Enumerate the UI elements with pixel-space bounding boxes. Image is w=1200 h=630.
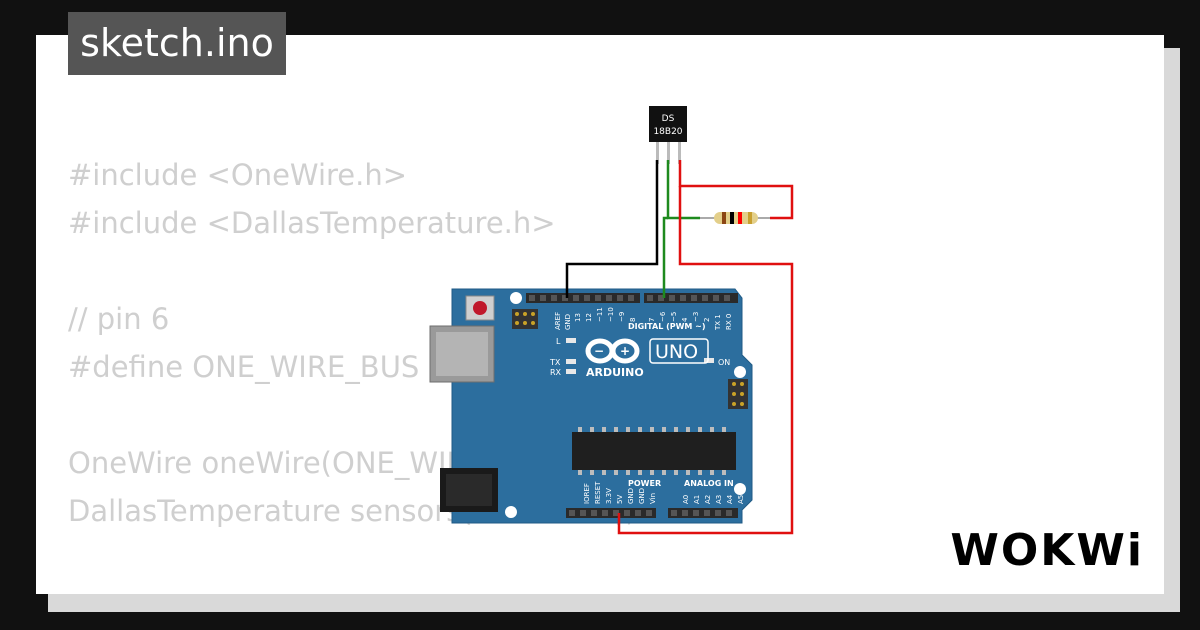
header-digital-left [526, 293, 640, 303]
pin-label: ~11 [596, 307, 604, 322]
code-line: // pin 6 [68, 302, 170, 336]
wire-data[interactable] [662, 160, 700, 298]
pin-label: TX 1 [714, 314, 722, 331]
pin-label: AREF [554, 312, 562, 330]
pin-label: RX 0 [725, 314, 733, 330]
mount-hole [734, 366, 746, 378]
pin-label: 4 [681, 317, 689, 322]
sensor-label-2: 18B20 [653, 127, 682, 137]
pin-label: A1 [693, 495, 701, 504]
file-tab[interactable]: sketch.ino [68, 12, 286, 75]
analog-label: ANALOG IN [684, 479, 734, 488]
pin-label: A5 [737, 495, 745, 504]
digital-label: DIGITAL (PWM ~) [628, 322, 706, 331]
code-line: #include <DallasTemperature.h> [68, 206, 556, 240]
pin-label: GND [638, 488, 646, 504]
pin-label: ~6 [659, 311, 667, 322]
pin-label: Vin [649, 493, 657, 504]
sensor-label-1: DS [662, 114, 675, 124]
pin-label: ~10 [607, 307, 615, 322]
pin-label: ~3 [692, 312, 700, 322]
wire-gnd[interactable] [565, 160, 659, 298]
mount-hole [734, 483, 746, 495]
pin-label: RESET [594, 481, 602, 504]
arduino-logo-text: ARDUINO [586, 366, 644, 379]
header-power [566, 508, 656, 518]
uno-badge [649, 338, 709, 364]
ds18b20-sensor[interactable]: DS 18B20 [649, 106, 687, 164]
pin-label: 12 [585, 313, 593, 322]
led-l [566, 338, 576, 343]
led-on [704, 358, 714, 363]
code-line: #include <OneWire.h> [68, 158, 408, 192]
arduino-uno-board[interactable]: − + ARDUINO UNO ON L TX RX DIGITAL (PWM … [429, 288, 753, 524]
on-label: ON [718, 358, 730, 367]
wokwi-logo: WOKWi [950, 525, 1144, 576]
icsp-header-right [728, 379, 748, 409]
pin-label: 3.3V [605, 488, 613, 504]
pin-label: ~5 [670, 312, 678, 322]
pin-label: GND [564, 314, 572, 330]
pin-label: A4 [726, 494, 734, 504]
led-rx [566, 369, 576, 374]
pin-label: 13 [574, 313, 582, 322]
sensor-body [649, 106, 687, 142]
logo-minus: − [594, 344, 604, 358]
pin-label: 7 [648, 318, 656, 322]
sensor-legs [656, 140, 659, 164]
mount-hole [505, 506, 517, 518]
pin-label: 2 [703, 318, 711, 322]
microcontroller-chip [572, 432, 736, 470]
code-line: DeviceAddress [68, 583, 635, 594]
pin-label: A2 [704, 495, 712, 504]
uno-text: UNO [655, 341, 698, 363]
pullup-resistor[interactable] [700, 212, 770, 224]
tx-label: TX [549, 358, 561, 367]
logo-plus: + [620, 344, 630, 358]
l-label: L [556, 337, 561, 346]
pin-label: GND [627, 488, 635, 504]
pin-label: A3 [715, 495, 723, 504]
pin-label: A0 [682, 495, 690, 504]
usb-port-inner [436, 332, 488, 376]
reset-button-cap [473, 301, 487, 315]
pin-label: 8 [629, 318, 637, 322]
pin-label: 5V [616, 495, 624, 504]
pin-label: IOREF [583, 483, 591, 504]
arduino-logo-icon [585, 338, 640, 364]
power-jack-front [446, 474, 492, 506]
mount-hole [510, 292, 522, 304]
header-analog [668, 508, 738, 518]
rx-label: RX [550, 368, 562, 377]
led-tx [566, 359, 576, 364]
wire-vcc[interactable] [617, 160, 794, 535]
power-label: POWER [628, 479, 661, 488]
pin-label: ~9 [618, 312, 626, 322]
